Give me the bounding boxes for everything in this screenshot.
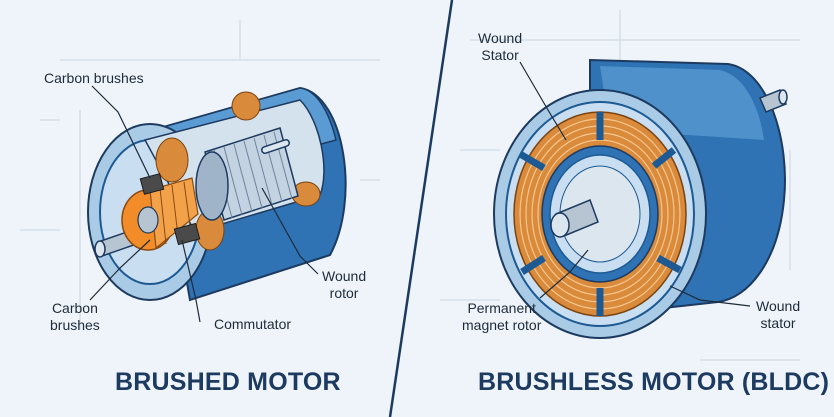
wound-rotor	[195, 127, 299, 221]
label-wound-rotor-line1: Wound	[322, 268, 367, 284]
brushed-motor-illustration	[87, 86, 347, 302]
label-carbon-brushes-bottom-line1: Carbon	[51, 300, 98, 316]
stator-coils	[155, 91, 321, 251]
label-wound-stator-bottom-line1: Wound	[756, 298, 801, 314]
label-wound-stator-top: Wound Stator	[478, 30, 522, 64]
label-wound-stator-bottom-line2: stator	[760, 315, 796, 331]
label-commutator: Commutator	[214, 316, 292, 332]
label-wound-stator-bottom: Wound stator	[756, 298, 800, 332]
brushed-motor-title: BRUSHED MOTOR	[115, 368, 341, 396]
label-carbon-brushes-bottom-line2: brushes	[50, 317, 100, 333]
label-permanent-magnet-rotor-line1: Permanent	[467, 300, 536, 316]
label-wound-rotor: Wound rotor	[322, 268, 366, 302]
label-wound-stator-top-line1: Wound	[478, 30, 523, 46]
commutator	[121, 177, 199, 251]
label-carbon-brushes-bottom: Carbon brushes	[50, 300, 100, 334]
label-carbon-brushes-top: Carbon brushes	[44, 70, 144, 86]
carbon-brushes	[139, 173, 201, 246]
label-permanent-magnet-rotor: Permanent magnet rotor	[462, 300, 541, 334]
permanent-magnet-rotor	[541, 145, 659, 283]
brushed-leader-lines	[89, 85, 319, 323]
background-grid	[20, 10, 800, 361]
brushless-motor-title: BRUSHLESS MOTOR (BLDC)	[478, 368, 830, 396]
label-wound-stator-top-line2: Stator	[481, 47, 519, 63]
panel-divider	[388, 0, 454, 417]
brushless-motor-illustration	[493, 58, 788, 339]
bldc-leader-lines	[519, 61, 751, 307]
label-permanent-magnet-rotor-line2: magnet rotor	[462, 317, 542, 333]
label-wound-rotor-line2: rotor	[329, 285, 359, 301]
